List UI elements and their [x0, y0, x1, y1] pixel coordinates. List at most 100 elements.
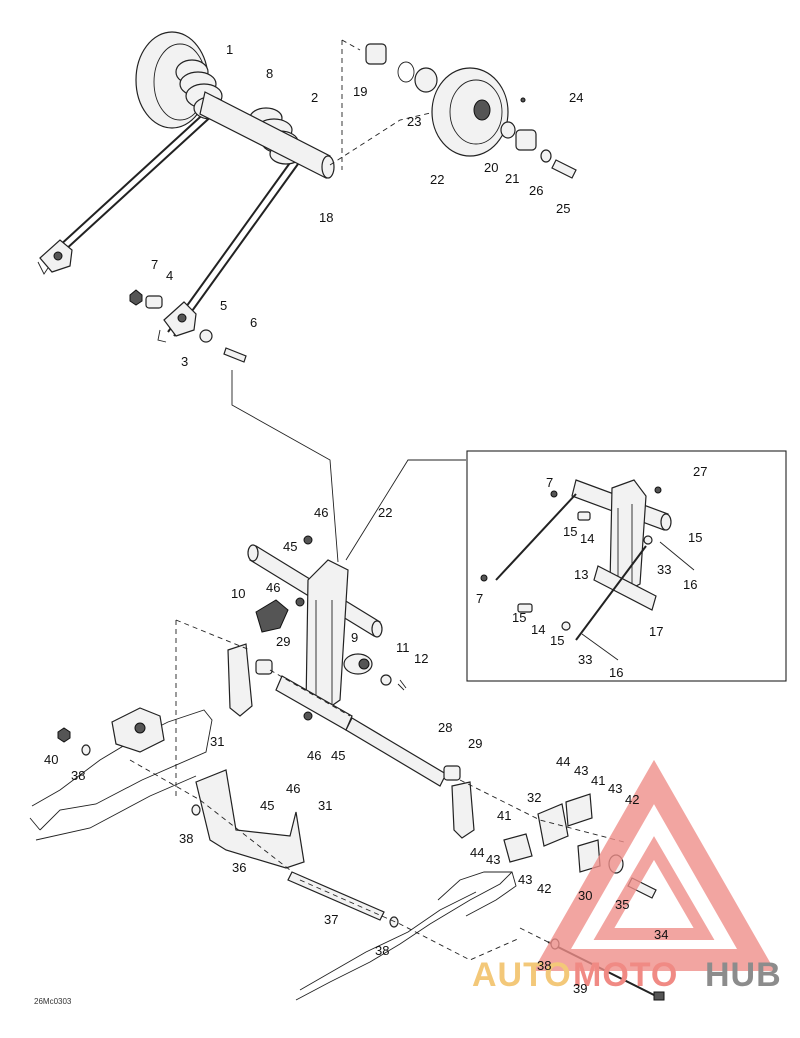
block-41 [565, 793, 593, 827]
watermark-triangle [533, 759, 775, 971]
grease-fitting-45b [295, 597, 305, 607]
callout-9: 9 [351, 630, 358, 645]
callout-31: 31 [318, 798, 332, 813]
inset-callout-15: 15 [550, 633, 564, 648]
callout-42: 42 [625, 792, 639, 807]
watermark-text-moto: MOTO [573, 956, 678, 994]
bolt-6 [223, 347, 247, 363]
inset-callout-33: 33 [578, 652, 592, 667]
callout-22: 22 [430, 172, 444, 187]
callout-32: 32 [527, 790, 541, 805]
callout-38: 38 [537, 958, 551, 973]
callout-43: 43 [486, 852, 500, 867]
hub-21 [515, 129, 537, 151]
figure-reference-code: 26Mc0303 [34, 997, 72, 1006]
right-rail-lower [295, 871, 513, 1001]
inset-callout-7: 7 [546, 475, 553, 490]
callout-37: 37 [324, 912, 338, 927]
callout-5: 5 [220, 298, 227, 313]
callout-21: 21 [505, 171, 519, 186]
callout-38: 38 [71, 768, 85, 783]
callout-41: 41 [591, 773, 605, 788]
callout-11: 11 [396, 640, 410, 655]
callout-7: 7 [151, 257, 158, 272]
inset-callout-15: 15 [563, 524, 577, 539]
bearing-23 [414, 67, 438, 93]
callout-45: 45 [331, 748, 345, 763]
inset-callout-17: 17 [649, 624, 663, 639]
block-32 [537, 803, 569, 847]
watermark-triangle-inner [593, 836, 715, 940]
callout-46: 46 [286, 781, 300, 796]
inset-callout-33: 33 [657, 562, 671, 577]
callout-35: 35 [615, 897, 629, 912]
callout-18: 18 [319, 210, 333, 225]
inset-callout-15: 15 [688, 530, 702, 545]
upper-wheel-assembly [37, 31, 577, 563]
left-rail-upper [31, 709, 213, 831]
callout-12: 12 [414, 651, 428, 666]
right-pivot-bracket [157, 301, 197, 343]
callout-24: 24 [569, 90, 583, 105]
right-side-plate [451, 781, 475, 839]
callout-43: 43 [518, 872, 532, 887]
callout-46: 46 [307, 748, 321, 763]
callout-26: 26 [529, 183, 543, 198]
inset-callout-27: 27 [693, 464, 707, 479]
callout-23: 23 [407, 114, 421, 129]
grease-fitting-45c [303, 711, 313, 721]
callout-43: 43 [574, 763, 588, 778]
inset-callout-15: 15 [512, 610, 526, 625]
block-41b [503, 833, 533, 863]
callout-46: 46 [314, 505, 328, 520]
nut-7 [129, 289, 143, 306]
stopper-10 [255, 599, 289, 633]
rear-arm-36 [195, 769, 305, 869]
callout-31: 31 [210, 734, 224, 749]
right-arm-rod [167, 159, 293, 333]
large-wheel-right [431, 67, 509, 157]
inset-callout-7: 7 [476, 591, 483, 606]
left-pivot-bracket [37, 239, 73, 275]
callout-19: 19 [353, 84, 367, 99]
inset-callout-16: 16 [683, 577, 697, 592]
callout-45: 45 [283, 539, 297, 554]
washer-38c [389, 916, 399, 928]
callout-46: 46 [266, 580, 280, 595]
callout-4: 4 [166, 268, 173, 283]
inset-frame [466, 450, 787, 682]
washer-5 [199, 329, 213, 343]
bushing-19 [365, 43, 387, 65]
nut-40 [57, 727, 71, 743]
left-arm-rod [45, 107, 211, 259]
callout-10: 10 [231, 586, 245, 601]
callout-38: 38 [179, 831, 193, 846]
pivot-arm [305, 559, 349, 715]
callout-20: 20 [484, 160, 498, 175]
inset-fitting-27 [654, 486, 662, 494]
inset-callout-14: 14 [531, 622, 545, 637]
inset-callout-16: 16 [609, 665, 623, 680]
callout-29: 29 [468, 736, 482, 751]
callout-45: 45 [260, 798, 274, 813]
callout-40: 40 [44, 752, 58, 767]
callout-6: 6 [250, 315, 257, 330]
callout-43: 43 [608, 781, 622, 796]
center-pivot-assembly [247, 459, 466, 731]
callout-3: 3 [181, 354, 188, 369]
watermark-logo: AUTO MOTO HUB [472, 759, 781, 994]
callout-44: 44 [470, 845, 484, 860]
callout-1: 1 [226, 42, 233, 57]
detail-inset [466, 450, 787, 682]
watermark-text-auto: AUTO [472, 956, 572, 994]
callout-36: 36 [232, 860, 246, 875]
callout-34: 34 [654, 927, 668, 942]
callout-44: 44 [556, 754, 570, 769]
washer-38b [191, 804, 201, 816]
tube-28 [345, 717, 447, 787]
callout-30: 30 [578, 888, 592, 903]
callout-42: 42 [537, 881, 551, 896]
